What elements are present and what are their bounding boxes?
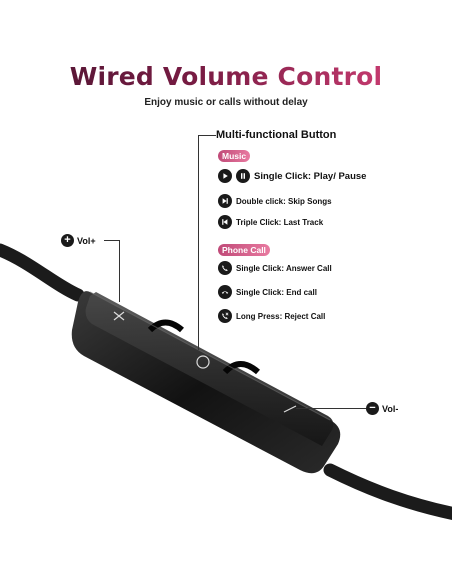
pause-icon bbox=[236, 169, 250, 183]
minus-icon: − bbox=[366, 402, 379, 415]
vol-up-label: Vol+ bbox=[77, 235, 96, 246]
list-item: Double click: Skip Songs bbox=[218, 193, 332, 209]
vol-up-callout: + Vol+ bbox=[61, 234, 96, 247]
function-label: Single Click: Answer Call bbox=[236, 263, 332, 273]
vol-down-callout: − Vol- bbox=[366, 402, 398, 415]
vol-up-glyph bbox=[113, 311, 125, 321]
page-title: Wired Volume Control bbox=[0, 62, 452, 91]
button-divider bbox=[222, 361, 260, 375]
skip-back-icon bbox=[218, 215, 232, 229]
leader-line bbox=[104, 240, 120, 241]
leader-line bbox=[296, 408, 366, 409]
leader-line bbox=[198, 135, 199, 350]
phone-call-tag: Phone Call bbox=[218, 244, 270, 256]
list-item: Single Click: Play/ Pause bbox=[218, 168, 366, 184]
center-button-glyph bbox=[196, 355, 210, 369]
function-label: Single Click: End call bbox=[236, 287, 317, 297]
skip-forward-icon bbox=[218, 194, 232, 208]
phone-end-icon bbox=[218, 285, 232, 299]
leader-line bbox=[119, 240, 120, 302]
leader-line bbox=[198, 135, 216, 136]
list-item: Long Press: Reject Call bbox=[218, 308, 325, 324]
function-label: Triple Click: Last Track bbox=[236, 217, 324, 227]
callout-title: Multi-functional Button bbox=[216, 129, 337, 141]
phone-reject-icon bbox=[218, 309, 232, 323]
plus-icon: + bbox=[61, 234, 74, 247]
list-item: Triple Click: Last Track bbox=[218, 214, 323, 230]
button-divider bbox=[147, 319, 184, 333]
list-item: Single Click: Answer Call bbox=[218, 260, 332, 276]
function-label: Single Click: Play/ Pause bbox=[254, 170, 367, 182]
play-icon bbox=[218, 169, 232, 183]
cable-lower bbox=[323, 463, 452, 520]
vol-down-label: Vol- bbox=[382, 403, 399, 414]
vol-down-glyph bbox=[283, 405, 297, 413]
page-subtitle: Enjoy music or calls without delay bbox=[144, 97, 308, 108]
phone-answer-icon bbox=[218, 261, 232, 275]
function-label: Long Press: Reject Call bbox=[236, 311, 326, 321]
cable-upper bbox=[0, 243, 85, 302]
music-tag: Music bbox=[218, 150, 251, 162]
list-item: Single Click: End call bbox=[218, 284, 317, 300]
function-label: Double click: Skip Songs bbox=[236, 196, 332, 206]
